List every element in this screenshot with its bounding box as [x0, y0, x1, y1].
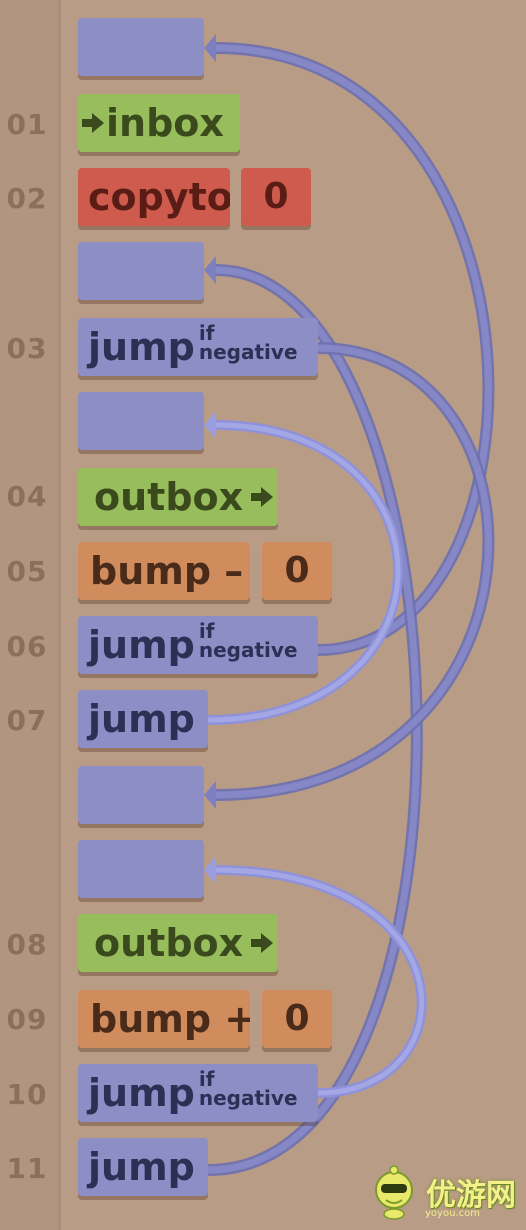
cond-negative: negative	[198, 340, 298, 364]
cond-negative: negative	[198, 638, 298, 662]
jump-label: jump	[88, 623, 195, 667]
line-number-11: 11	[6, 1152, 48, 1185]
condition-label: if negative	[198, 321, 298, 364]
jump-label: jump	[88, 697, 195, 741]
arrow-right-icon	[82, 113, 104, 133]
bump-plus-command[interactable]: bump +	[78, 990, 250, 1048]
line-number-09: 09	[6, 1003, 48, 1036]
gutter-divider	[58, 0, 61, 1230]
bump-plus-argument[interactable]: 0	[262, 990, 332, 1048]
jump-target-5[interactable]	[78, 840, 204, 898]
inbox-label: inbox	[106, 101, 224, 145]
jump-command-07[interactable]: jump	[78, 690, 208, 748]
cond-negative: negative	[198, 1086, 298, 1110]
jump-if-negative-command-06[interactable]: jump if negative	[78, 616, 318, 674]
line-number-08: 08	[6, 928, 48, 961]
jump-if-negative-command-10[interactable]: jump if negative	[78, 1064, 318, 1122]
arrow-head-4	[204, 411, 216, 439]
arrow-right-icon	[251, 933, 274, 953]
cond-if: if	[198, 321, 215, 345]
copyto-argument[interactable]: 0	[241, 168, 311, 226]
line-number-03: 03	[6, 332, 48, 365]
mascot-logo-icon	[375, 1165, 413, 1220]
jump-command-11[interactable]: jump	[78, 1138, 208, 1196]
bump-minus-command[interactable]: bump –	[78, 542, 250, 600]
line-number-04: 04	[6, 480, 48, 513]
arrow-right-icon	[251, 487, 274, 507]
arrow-head-2	[204, 256, 216, 284]
arrow-head-3	[204, 781, 216, 809]
condition-label: if negative	[198, 1067, 298, 1110]
line-number-gutter	[0, 0, 60, 1230]
jump-label: jump	[88, 1145, 195, 1189]
line-number-07: 07	[6, 704, 48, 737]
bump-plus-label: bump +	[90, 997, 250, 1041]
watermark-text: 优游网	[426, 1178, 516, 1213]
arrow-head-5	[204, 856, 216, 884]
line-number-05: 05	[6, 555, 48, 588]
bump-minus-label: bump –	[90, 549, 244, 593]
watermark-url: yoyou.com	[425, 1208, 480, 1219]
jump-target-4[interactable]	[78, 766, 204, 824]
condition-label: if negative	[198, 619, 298, 662]
jump-label: jump	[88, 1071, 195, 1115]
watermark: 优游网 yoyou.com	[368, 1162, 518, 1222]
copyto-label: copyto	[88, 175, 230, 219]
inbox-command[interactable]: inbox	[78, 94, 240, 152]
cond-if: if	[198, 619, 215, 643]
copyto-command[interactable]: copyto	[78, 168, 230, 226]
jump-target-3[interactable]	[78, 392, 204, 450]
outbox-label: outbox	[94, 921, 244, 965]
jump-target-1[interactable]	[78, 18, 204, 76]
outbox-command-08[interactable]: outbox	[78, 914, 278, 972]
line-number-10: 10	[6, 1078, 48, 1111]
jump-target-2[interactable]	[78, 242, 204, 300]
bump-minus-argument[interactable]: 0	[262, 542, 332, 600]
outbox-label: outbox	[94, 475, 244, 519]
cond-if: if	[198, 1067, 215, 1091]
jump-label: jump	[88, 325, 195, 369]
outbox-command-04[interactable]: outbox	[78, 468, 278, 526]
jump-if-negative-command-03[interactable]: jump if negative	[78, 318, 318, 376]
line-number-06: 06	[6, 630, 48, 663]
line-number-02: 02	[6, 182, 48, 215]
line-number-01: 01	[6, 108, 48, 141]
arrow-head-1	[204, 34, 216, 62]
